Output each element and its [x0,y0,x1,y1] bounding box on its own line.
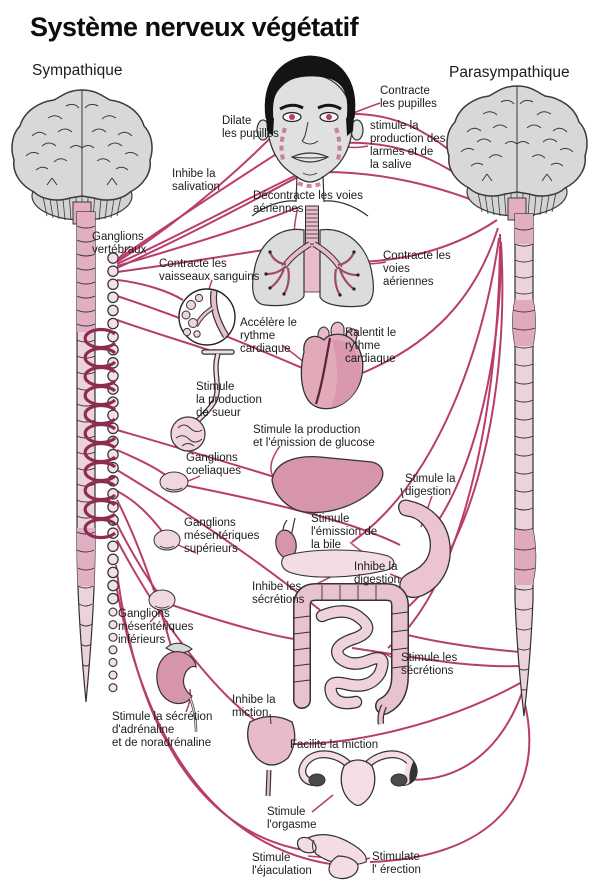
label-ralentit-rythme: Ralentit le rythme cardiaque [345,327,397,365]
label-stimule-larmes: stimule la production des larmes et de l… [370,120,446,171]
label-stimule-glucose: Stimule la production et l'émission de g… [253,424,375,449]
brain-left-icon [11,89,153,225]
nerve-lines [114,102,531,867]
label-ganglions-mesenteriques-inferieurs: Ganglions mésentériques inférieurs [118,608,194,646]
heading-sympathique: Sympathique [32,62,123,79]
label-stimule-orgasme: Stimule l'orgasme [267,806,317,831]
label-dilate-pupilles: Dilate les pupilles [222,115,279,140]
page-title: Système nerveux végétatif [30,12,359,42]
eyes [282,111,339,123]
gallbladder-icon [275,517,297,559]
label-accelere-rythme: Accélère le rythme cardiaque [240,317,297,355]
label-ganglions-mesenteriques-superieurs: Ganglions mésentériques supérieurs [184,517,260,555]
label-ganglions-vertebraux: Ganglions vertébraux [92,231,147,256]
label-stimule-adrenaline: Stimule la sécrétion d'adrénaline et de … [112,711,213,749]
penis-icon [296,834,367,880]
heart-icon [300,321,364,410]
nose [301,121,319,145]
label-stimulate-erection: Stimulate l' érection [372,851,421,876]
label-inhibe-digestion: Inhibe la digestion [354,561,401,586]
heading-parasympathique: Parasympathique [449,64,570,81]
label-stimule-sueur: Stimule la production de sueur [196,381,262,419]
uterus-icon [298,750,418,807]
head-figure [251,55,369,217]
label-stimule-secretions: Stimule les sécrétions [401,652,458,677]
label-inhibe-secretions: Inhibe les sécrétions [252,581,305,606]
ganglia-chain [83,252,119,693]
label-stimule-bile: Stimule l'émission de la bile [311,513,378,551]
lungs-icon [252,205,374,308]
spinal-cord-right [512,213,537,717]
blood-vessels-icon [178,288,236,346]
salivary-glands [279,127,342,188]
label-contracte-voies: Contracte les voies aériennes [383,250,451,288]
bladder-icon [247,713,296,797]
intestines-icon [293,583,409,725]
liver-icon [271,456,384,514]
label-facilite-miction: Facilite la miction [290,739,379,751]
eyebrows [279,103,342,111]
label-ganglions-coeliaques: Ganglions coeliaques [186,452,241,477]
prevertebral-ganglia [148,471,189,611]
spinal-nerve-loops [83,327,117,540]
label-inhibe-salivation: Inhibe la salivation [172,168,220,193]
label-contracte-vaisseaux: Contracte les vaisseaux sanguins [159,258,260,283]
label-stimule-ejaculation: Stimule l'éjaculation [252,852,312,877]
label-contracte-pupilles: Contracte les pupilles [380,85,437,110]
sweat-gland-icon [170,349,235,452]
kidney-icon [156,642,198,733]
label-stimule-digestion: Stimule la digestion [405,473,456,498]
label-inhibe-miction: Inhibe la miction [232,694,276,719]
label-decontracte-voies: Décontracte les voies aériennes [253,190,363,215]
brain-right-icon [446,85,588,221]
pancreas-icon [281,549,395,578]
